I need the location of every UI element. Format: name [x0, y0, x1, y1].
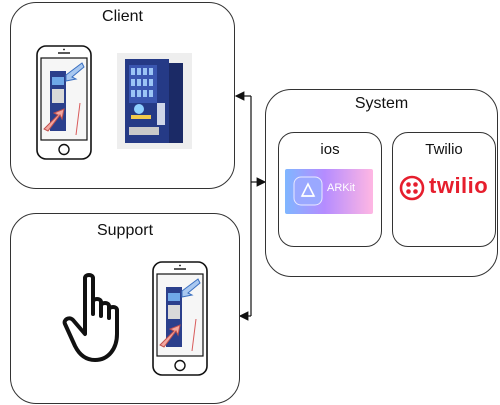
- system-box: System ios ARKit Twilio twilio: [265, 89, 498, 277]
- arkit-icon: ARKit: [285, 169, 373, 214]
- ios-box: ios ARKit: [278, 132, 382, 247]
- client-box: Client: [10, 2, 235, 189]
- twilio-title: Twilio: [425, 141, 463, 158]
- phone-icon: [36, 45, 92, 160]
- vending-machine-icon: [117, 53, 192, 149]
- support-title: Support: [96, 222, 154, 239]
- ios-title: ios: [320, 141, 340, 158]
- arkit-caption: ARKit: [327, 182, 356, 194]
- twilio-logo-text: twilio: [429, 173, 489, 198]
- twilio-box: Twilio twilio: [392, 132, 496, 247]
- client-title: Client: [102, 8, 143, 25]
- twilio-logo-icon: twilio: [397, 169, 491, 209]
- pointing-hand-icon: [62, 273, 119, 362]
- phone-icon: [152, 261, 208, 376]
- support-box: Support: [10, 213, 240, 404]
- system-title: System: [354, 95, 409, 112]
